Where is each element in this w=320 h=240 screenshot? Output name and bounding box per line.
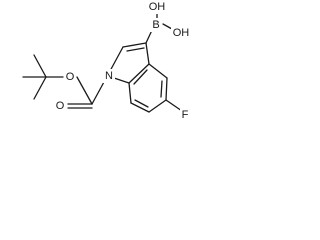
bond-c2-c3-inner (126, 47, 145, 52)
bond-n1-c2 (109, 46, 124, 72)
bond-c6-c7-inner (134, 99, 149, 108)
bond-methyl-upper-quaternary (33, 54, 47, 78)
bond-c3a-c4 (148, 63, 168, 79)
bond-c3-c3a (145, 42, 150, 65)
bond-c7a-c3a-inner (133, 69, 148, 85)
bond-c4-c5 (165, 77, 168, 101)
structure-diagram: O O N B OH OH F (22, 0, 191, 122)
bond-c7-c7a (128, 82, 132, 104)
tert-butyl-group (22, 54, 64, 100)
bond-c6-c7 (130, 102, 150, 113)
atom-nitrogen: N (105, 70, 113, 82)
benzene-ring (128, 63, 183, 113)
bond-c5-c6 (148, 99, 167, 113)
bond-oxygen-carbonyl-carbon (76, 76, 93, 105)
bond-c2-c3 (122, 42, 147, 48)
atom-boron: B (152, 19, 159, 31)
atom-hydroxyl-right: OH (173, 27, 190, 39)
bond-methyl-lower-quaternary (33, 76, 47, 100)
bond-carbonyl-nitrogen (91, 81, 105, 105)
bond-c7a-n1 (113, 77, 130, 84)
bond-c4-c5-inner (160, 80, 163, 98)
atom-labels: O O N B OH OH F (54, 0, 191, 122)
bond-boron-hydroxyl-right (162, 23, 173, 30)
pyrrole-ring (109, 42, 150, 84)
atom-oxygen-ester: O (66, 71, 75, 83)
atom-hydroxyl-top: OH (149, 1, 166, 13)
atom-fluorine: F (182, 109, 189, 121)
bond-c3a-c7a (128, 63, 150, 84)
atom-oxygen-carbonyl: O (56, 100, 65, 112)
carbamate-group (67, 76, 105, 109)
bond-c5-fluorine (165, 99, 183, 112)
